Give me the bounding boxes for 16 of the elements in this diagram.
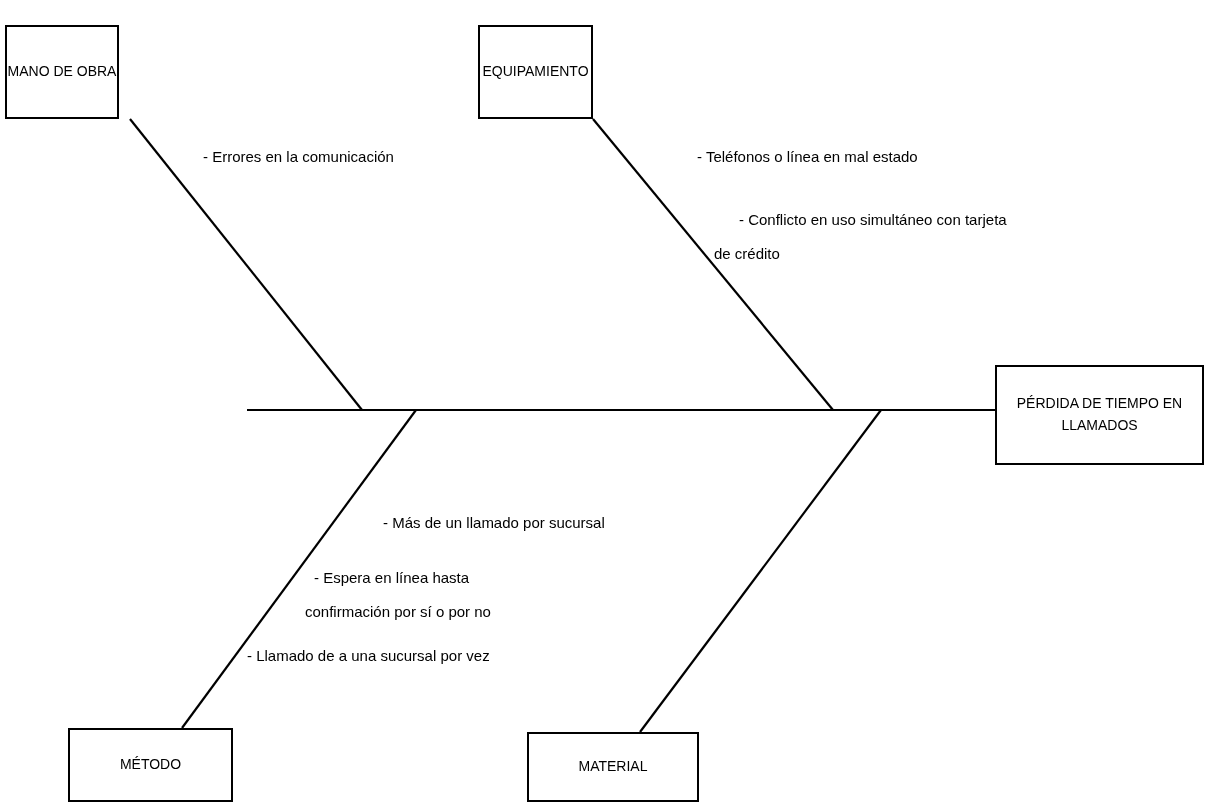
category-box: MATERIAL bbox=[527, 732, 699, 802]
cause-text: - Llamado de a una sucursal por vez bbox=[247, 646, 491, 666]
bone-line bbox=[592, 118, 834, 411]
category-box: EQUIPAMIENTO bbox=[478, 25, 593, 119]
bone-line bbox=[639, 409, 882, 733]
category-box: MÉTODO bbox=[68, 728, 233, 802]
cause-text: - Teléfonos o línea en mal estado bbox=[697, 147, 919, 167]
cause-text: - Errores en la comunicación bbox=[203, 147, 395, 167]
cause-text: - Espera en línea hasta confirmación por sí o por no bbox=[305, 568, 492, 622]
category-box: MANO DE OBRA bbox=[5, 25, 119, 119]
bone-line bbox=[181, 409, 417, 729]
cause-text: - Más de un llamado por sucursal bbox=[383, 513, 606, 533]
cause-text: - Conflicto en uso simultáneo con tarjeta de crédito bbox=[714, 210, 1008, 264]
spine-line bbox=[247, 408, 995, 412]
effect-box: PÉRDIDA DE TIEMPO EN LLAMADOS bbox=[995, 365, 1204, 465]
bone-line bbox=[129, 118, 363, 411]
